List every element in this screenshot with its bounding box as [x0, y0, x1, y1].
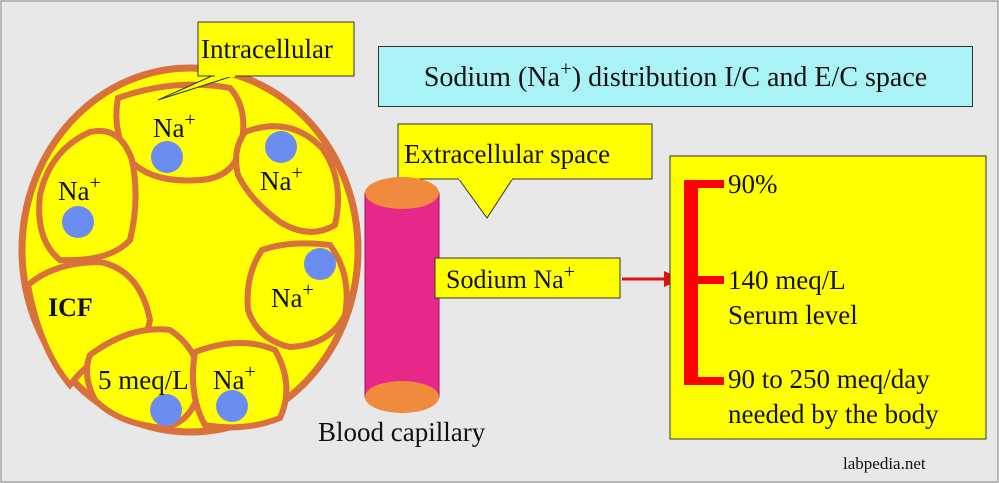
na-label-right: Na+ — [271, 279, 314, 313]
extracellular-callout-box — [397, 123, 653, 180]
stats-bracket — [684, 180, 724, 385]
credit-label: labpedia.net — [843, 454, 926, 473]
bracket-tick-middle — [684, 276, 724, 284]
na-label-upper-right: Na+ — [260, 162, 303, 196]
intracellular-callout-pointer — [157, 74, 237, 101]
extracellular-label: Extracellular space — [404, 139, 610, 169]
capillary-top-end — [365, 177, 439, 209]
bracket-tick-bottom — [684, 377, 724, 385]
capillary-tube — [364, 192, 440, 398]
blood-capillary: Blood capillary — [318, 177, 486, 447]
nucleus-left — [62, 206, 94, 238]
conc-5-label: 5 meq/L — [98, 365, 189, 395]
na-label-bottom-right: Na+ — [213, 361, 256, 395]
icf-label: ICF — [48, 293, 93, 322]
stat-90-250-meq: 90 to 250 meq/day — [728, 364, 930, 394]
na-label-top: Na+ — [153, 109, 196, 143]
title-plus: + — [559, 56, 572, 81]
intracellular-callout: Intracellular — [157, 21, 355, 101]
title-box: Sodium (Na+) distribution I/C and E/C sp… — [378, 46, 973, 107]
stat-90-percent: 90% — [728, 169, 778, 199]
title-prefix: Sodium (Na — [423, 62, 560, 93]
blood-capillary-label: Blood capillary — [318, 417, 486, 447]
stat-140-meq: 140 meq/L — [728, 265, 846, 295]
bracket-tick-top — [684, 180, 724, 188]
title-suffix: ) distribution I/C and E/C space — [571, 62, 928, 93]
nucleus-top — [151, 141, 183, 173]
extracellular-callout: Extracellular space — [397, 123, 653, 219]
intracellular-label: Intracellular — [201, 34, 333, 64]
extracellular-callout-pointer — [457, 177, 514, 219]
stat-serum-level: Serum level — [728, 300, 858, 330]
intracellular-callout-box — [197, 21, 355, 77]
nucleus-upper-right — [265, 131, 297, 163]
sodium-label-box: Sodium Na+ — [434, 257, 621, 299]
nucleus-right — [304, 248, 336, 280]
na-label-left: Na+ — [58, 172, 101, 206]
cell-cluster: Na+ Na+ Na+ Na+ Na+ 5 meq/L ICF — [18, 64, 362, 436]
nucleus-bottom-right — [216, 390, 248, 422]
stat-needed-by-body: needed by the body — [728, 399, 939, 429]
cell-upper-right — [233, 123, 342, 235]
capillary-bottom-end — [365, 381, 439, 413]
sodium-box — [434, 257, 621, 299]
nucleus-bottom-left — [150, 394, 182, 426]
stats-box — [669, 155, 987, 440]
sodium-label: Sodium Na+ — [446, 261, 575, 294]
